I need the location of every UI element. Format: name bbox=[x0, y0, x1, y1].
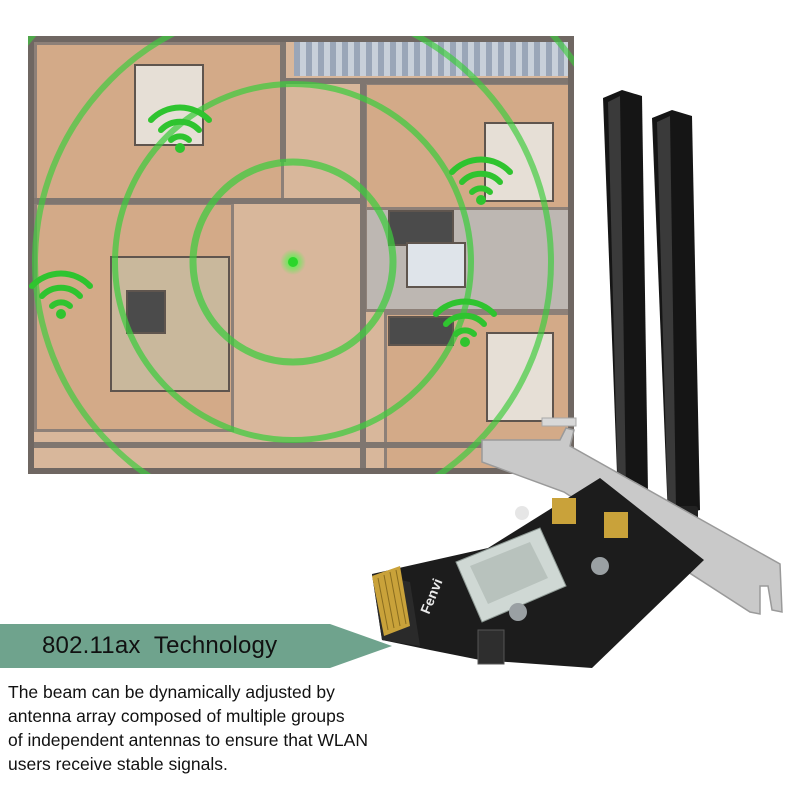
signal-ring bbox=[189, 158, 397, 366]
coffee-table bbox=[126, 290, 166, 334]
description-line: of independent antennas to ensure that W… bbox=[8, 730, 368, 750]
antenna bbox=[652, 110, 700, 520]
antenna bbox=[603, 90, 648, 502]
shower bbox=[406, 242, 466, 288]
wifi-signal-icon bbox=[433, 298, 497, 347]
description-text: The beam can be dynamically adjusted by … bbox=[8, 680, 428, 776]
antenna-connector bbox=[604, 512, 628, 538]
description-line: The beam can be dynamically adjusted by bbox=[8, 682, 335, 702]
signal-ring bbox=[112, 81, 474, 443]
wall bbox=[284, 78, 568, 84]
banner-shape bbox=[0, 624, 392, 668]
wifi-signal-icon bbox=[148, 104, 212, 153]
antenna-connector bbox=[552, 498, 576, 524]
signal-source-dot-core bbox=[288, 257, 298, 267]
wifi-signal-icon bbox=[29, 270, 93, 319]
window-strip bbox=[294, 42, 568, 76]
banner-title: 802.11ax Technology bbox=[42, 632, 278, 659]
wall bbox=[280, 42, 286, 162]
signal-ring bbox=[32, 36, 554, 474]
wall bbox=[360, 82, 366, 468]
title-banner bbox=[0, 624, 392, 668]
description-line: antenna array composed of multiple group… bbox=[8, 706, 345, 726]
desk bbox=[388, 316, 454, 346]
wall bbox=[34, 442, 568, 448]
desk bbox=[388, 210, 454, 246]
bed bbox=[486, 332, 554, 422]
wifi-signal-icon bbox=[449, 156, 513, 205]
wall bbox=[34, 198, 364, 204]
description-line: users receive stable signals. bbox=[8, 754, 228, 774]
circuit-board bbox=[372, 478, 704, 668]
